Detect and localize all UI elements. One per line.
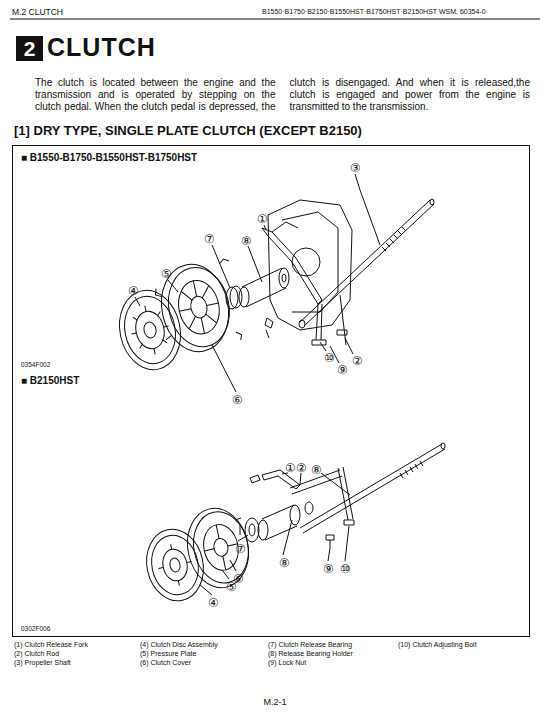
callout-number: ④ [127,285,140,298]
section-number: 2 [24,37,36,61]
callout-number: ⑩ [339,563,352,576]
callout-text: ⑩ [340,563,351,575]
callout-text: ⑥ [232,394,243,406]
callout-number: ① [256,213,269,226]
callout-number: ⑩ [323,352,336,365]
callout-number: ⑥ [231,394,244,407]
callout-text: ⑧ [279,557,290,569]
callout-number: ⑨ [336,364,349,377]
legend-item: (1) Clutch Release Fork [14,641,88,648]
figure-code: 0354F002 [21,361,50,368]
header-section: M.2 CLUTCH [12,7,63,17]
legend-item: (3) Propeller Shaft [14,659,71,666]
callout-number: ② [295,462,308,475]
model-heading: ■ B1550-B1750-B1550HST-B1750HST [21,152,197,163]
section-heading: [1] DRY TYPE, SINGLE PLATE CLUTCH (EXCEP… [14,123,362,138]
callout-number: ⑨ [322,563,335,576]
callout-text: ⑤ [161,268,172,280]
callout-text: ③ [350,162,361,174]
legend-item: (2) Clutch Rod [14,650,59,657]
legend-item: (7) Clutch Release Bearing [268,641,352,648]
model-heading: ■ B2150HST [21,375,79,386]
legend-item: (6) Clutch Cover [140,659,191,666]
callout-number: ⑤ [225,581,238,594]
callout-text: ① [285,462,296,474]
callout-number: ⑦ [234,543,247,556]
callout-number: ⑧ [278,557,291,570]
callout-text: ① [257,213,268,225]
callout-text: ⑧ [311,464,322,476]
callout-text: ⑤ [226,581,237,593]
callout-number: ⑦ [203,233,216,246]
callout-number: ① [284,462,297,475]
callout-text: ② [296,462,307,474]
callout-number: ② [351,355,364,368]
callout-text: ⑩ [324,352,335,364]
callout-number: ④ [207,597,220,610]
legend-item: (9) Lock Nut [268,659,306,666]
callout-text: ⑦ [235,543,246,555]
page-title: CLUTCH [47,33,156,62]
intro-paragraph: The clutch is located between the engine… [35,77,530,113]
legend-item: (5) Pressure Plate [140,650,196,657]
figure-frame: ■ B1550-B1750-B1550HST-B1750HST 0354F002 ■… [12,145,530,637]
legend-item: (8) Release Bearing Holder [268,650,353,657]
callout-text: ⑦ [204,233,215,245]
legend-item: (10) Clutch Adjusting Bolt [398,641,477,648]
figure-code: 0302F006 [21,625,50,632]
callout-number: ⑤ [160,268,173,281]
callout-text: ⑧ [241,235,252,247]
callout-number: ⑧ [310,464,323,477]
callout-text: ⑨ [337,364,348,376]
callout-text: ⑨ [323,563,334,575]
legend-item: (4) Clutch Disc Assembly [140,641,218,648]
callout-number: ③ [349,162,362,175]
callout-text: ④ [128,285,139,297]
page-number: M.2-1 [263,697,286,707]
callout-number: ⑧ [240,235,253,248]
header-models: B1550·B1750·B2150·B1550HST·B1750HST·B215… [262,8,486,15]
section-number-box: 2 [16,36,43,61]
callout-text: ④ [208,597,219,609]
callout-text: ② [352,355,363,367]
